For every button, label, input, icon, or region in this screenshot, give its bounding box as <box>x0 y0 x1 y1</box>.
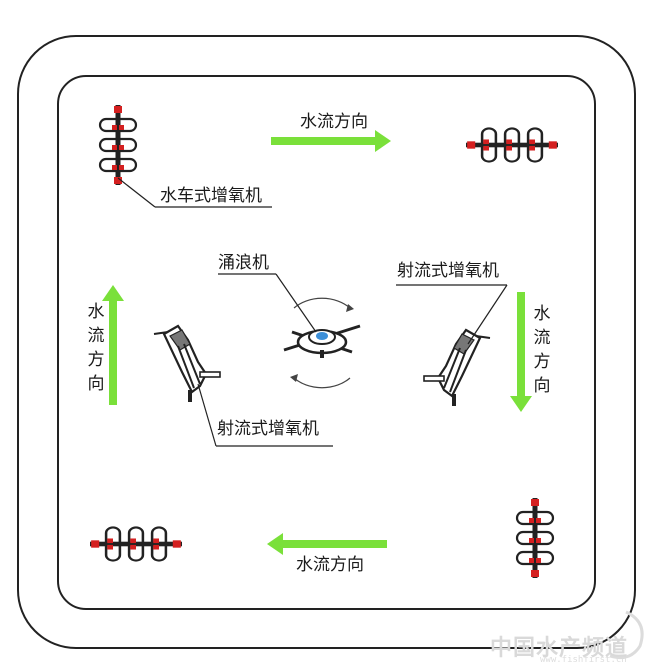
flow-direction-right-label: 水 流 方 向 <box>532 302 552 398</box>
pond-outer-border <box>17 35 636 649</box>
flow-direction-left-char: 水 <box>87 302 105 322</box>
jet-aerator-left-label: 射流式增氧机 <box>217 419 319 439</box>
watermark-text: 中国水产频道 <box>490 636 629 661</box>
paddlewheel-aerator-bottom-left <box>88 526 184 562</box>
flow-direction-right-char: 向 <box>533 376 551 396</box>
flow-direction-left-char: 方 <box>87 350 105 370</box>
jet-right-callout-line <box>467 284 508 345</box>
watermark-url: www.fishfirst.cn <box>540 655 627 665</box>
surge-aerator <box>283 297 361 389</box>
flow-direction-left-label: 水 流 方 向 <box>86 300 106 396</box>
paddlewheel-aerator-top-left <box>98 103 138 187</box>
flow-arrow-right <box>510 292 532 412</box>
pond-inner-border <box>57 75 596 610</box>
flow-arrow-top <box>271 130 391 152</box>
paddlewheel-aerator-top-right <box>464 127 560 163</box>
watermark-logo-icon <box>609 610 644 660</box>
jet-aerator-right <box>423 328 491 406</box>
jet-aerator-left <box>153 324 221 402</box>
flow-direction-right-char: 方 <box>533 352 551 372</box>
flow-direction-right-char: 流 <box>533 328 551 348</box>
surge-callout-line <box>275 273 317 333</box>
jet-aerator-right-label: 射流式增氧机 <box>397 261 499 281</box>
jet-left-callout-line <box>197 383 217 447</box>
flow-arrow-bottom <box>267 533 387 555</box>
paddlewheel-aerator-bottom-right <box>515 496 555 580</box>
flow-direction-right-char: 水 <box>533 304 551 324</box>
flow-direction-left-char: 流 <box>87 326 105 346</box>
flow-direction-left-char: 向 <box>87 374 105 394</box>
flow-direction-top-label: 水流方向 <box>300 112 368 132</box>
paddlewheel-aerator-label: 水车式增氧机 <box>160 186 262 206</box>
surge-aerator-label: 涌浪机 <box>218 253 269 273</box>
paddlewheel-callout-line <box>117 177 156 208</box>
flow-direction-bottom-label: 水流方向 <box>296 555 364 575</box>
